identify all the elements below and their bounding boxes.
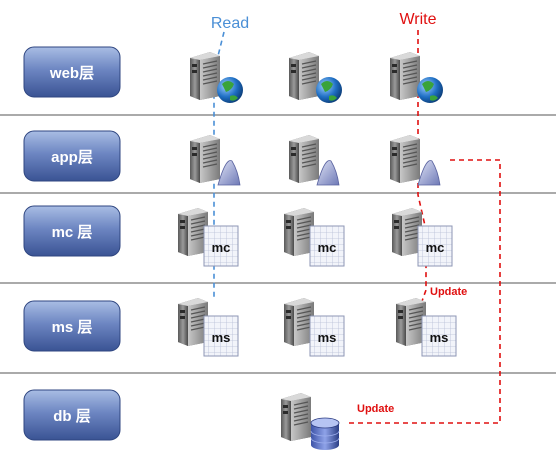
layer-box-web: web层 (23, 46, 121, 98)
web-server-icon-3 (389, 51, 443, 103)
mc-badge-label: mc (212, 240, 231, 255)
app-server-icon-3 (389, 134, 441, 186)
layer-box-ms: ms 层 (23, 300, 121, 352)
layer-dividers (0, 114, 556, 374)
ms-server-icon-1: ms (177, 297, 239, 357)
mc-server-icon-1: mc (177, 207, 239, 267)
mc-badge-label: mc (318, 240, 337, 255)
layer-label-app: app层 (51, 149, 93, 166)
db-server-icon (280, 392, 340, 450)
read-label: Read (211, 15, 249, 32)
layer-box-mc: mc 层 (23, 205, 121, 257)
layer-label-db: db 层 (53, 408, 91, 425)
web-server-icon-2 (288, 51, 342, 103)
update-label-mc: Update (430, 286, 467, 298)
mc-server-icon-2: mc (283, 207, 345, 267)
read-path-line (213, 31, 225, 300)
layer-box-app: app层 (23, 130, 121, 182)
ms-badge-label: ms (212, 330, 231, 345)
write-label: Write (399, 11, 436, 28)
app-server-icon-2 (288, 134, 340, 186)
ms-server-icon-3: ms (395, 297, 457, 357)
mc-badge-label: mc (426, 240, 445, 255)
layer-label-mc: mc 层 (52, 224, 93, 241)
ms-server-icon-2: ms (283, 297, 345, 357)
mc-server-icon-3: mc (391, 207, 453, 267)
layer-box-db: db 层 (23, 389, 121, 441)
layer-label-web: web层 (49, 65, 94, 82)
update-route-line (345, 159, 501, 424)
layer-label-ms: ms 层 (52, 319, 93, 336)
ms-badge-label: ms (318, 330, 337, 345)
web-server-icon-1 (189, 51, 243, 103)
app-server-icon-1 (189, 134, 241, 186)
update-label-db: Update (357, 403, 394, 415)
ms-badge-label: ms (430, 330, 449, 345)
